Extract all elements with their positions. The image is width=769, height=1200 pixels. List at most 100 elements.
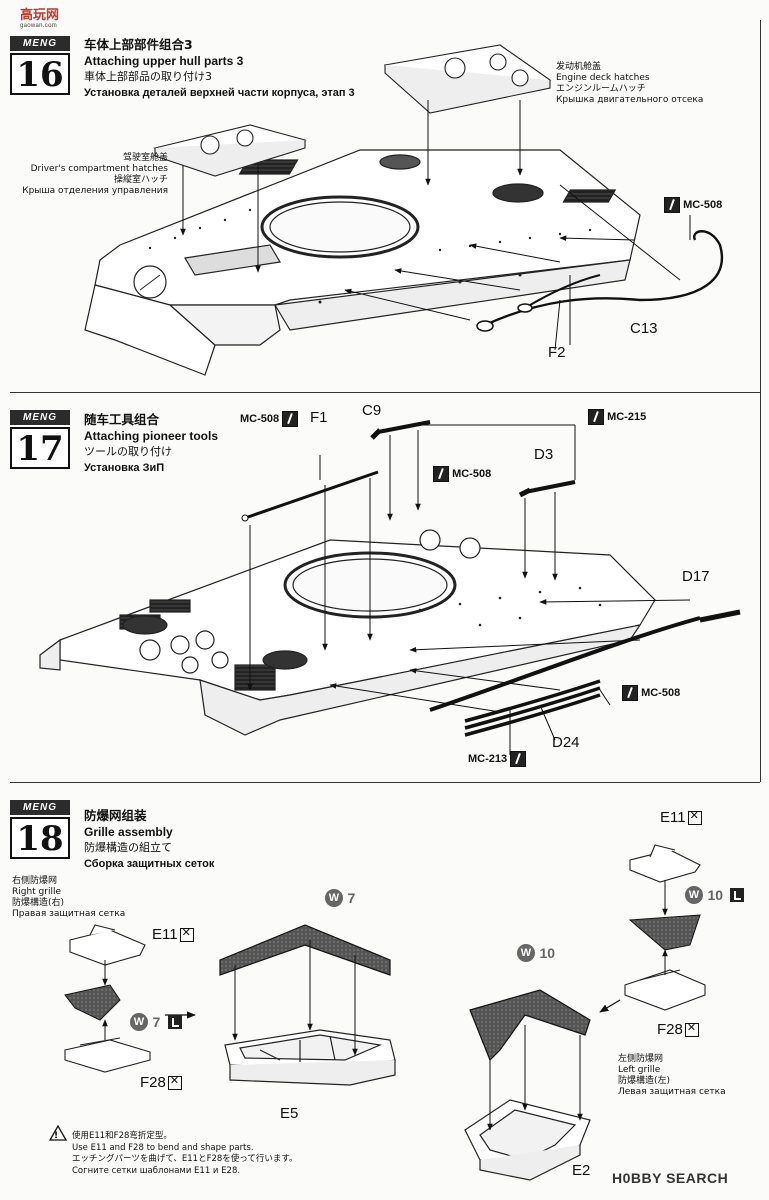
note-cn: 使用E11和F28弯折定型。 bbox=[72, 1131, 172, 1141]
step-17-badge: MENG 17 bbox=[10, 410, 70, 469]
step17-tool-mc213: MC-213 bbox=[468, 751, 527, 767]
w-photoetch-icon: W bbox=[517, 944, 535, 962]
step-17-title: 随车工具组合 Attaching pioneer tools ツールの取り付け … bbox=[84, 412, 218, 476]
frame-right-16 bbox=[760, 20, 761, 392]
step-number: 16 bbox=[10, 53, 70, 95]
tool-D3 bbox=[524, 480, 576, 494]
bending-note: 使用E11和F28弯折定型。 Use E11 and F28 to bend a… bbox=[72, 1131, 298, 1177]
w10-marker-right: W 10 bbox=[685, 886, 745, 904]
bend-icon bbox=[730, 888, 745, 902]
part-F28-right: F28 bbox=[140, 1074, 182, 1091]
title-cn: 车体上部部件组合3 bbox=[84, 37, 193, 52]
do-not-glue-icon bbox=[167, 1074, 182, 1091]
step-16-badge: MENG 16 bbox=[10, 36, 70, 95]
left-grille-jig-F28 bbox=[624, 969, 706, 1011]
tool-F1 bbox=[244, 470, 379, 520]
note-jp: エッチングパーツを曲げて、E11とF28を使って行います。 bbox=[72, 1154, 298, 1164]
E2-grille-frame bbox=[464, 1099, 591, 1181]
driver-hatch-label: 驾驶室舱盖 Driver's compartment hatches 操縦室ハッ… bbox=[22, 153, 168, 196]
step-number: 18 bbox=[10, 817, 70, 859]
tool-C9 bbox=[377, 420, 431, 434]
w7-marker-top: W 7 bbox=[325, 889, 355, 907]
step16-driver-hatch bbox=[153, 124, 307, 177]
title-en: Grille assembly bbox=[84, 825, 173, 839]
w-photoetch-icon: W bbox=[130, 1013, 148, 1031]
w10-mesh-cover bbox=[469, 989, 591, 1062]
w10-marker-center: W 10 bbox=[517, 944, 555, 962]
note-en: Use E11 and F28 to bend and shape parts. bbox=[72, 1142, 254, 1153]
tool-D24 bbox=[464, 679, 601, 737]
title-jp: 車体上部部品の取り付け3 bbox=[84, 70, 212, 83]
bend-icon bbox=[167, 1015, 182, 1029]
w-photoetch-icon: W bbox=[325, 889, 343, 907]
engine-hatch-label: 发动机舱盖 Engine deck hatches エンジンルームハッチ Кры… bbox=[556, 62, 704, 105]
right-grille-jig-F28 bbox=[64, 1037, 151, 1073]
frame-right-17 bbox=[760, 392, 761, 782]
title-ru: Установка деталей верхней части корпуса,… bbox=[84, 87, 355, 99]
title-jp: 防爆構造の組立て bbox=[84, 841, 172, 854]
part-D17: D17 bbox=[682, 568, 710, 585]
hobbysearch-watermark: H0BBY SEARCH bbox=[612, 1170, 729, 1186]
step17-tool-mc215: MC-215 bbox=[588, 409, 646, 425]
svg-text:!: ! bbox=[54, 1131, 58, 1141]
left-grille-jig-E11 bbox=[629, 844, 701, 883]
meng-logo: MENG bbox=[10, 36, 70, 51]
cement-brush-icon bbox=[622, 685, 638, 701]
step17-tool-mc508-mid: MC-508 bbox=[433, 466, 491, 482]
note-ru: Согните сетки шаблонами E11 и E28. bbox=[72, 1165, 241, 1176]
left-grille-mesh bbox=[628, 914, 701, 951]
title-ru: Установка ЗиП bbox=[84, 462, 165, 474]
part-E2: E2 bbox=[572, 1162, 591, 1179]
title-en: Attaching upper hull parts 3 bbox=[84, 54, 244, 68]
part-D24: D24 bbox=[552, 734, 580, 751]
part-F2: F2 bbox=[548, 344, 566, 361]
meng-logo: MENG bbox=[10, 410, 70, 425]
step17-tool-f1: MC-508 bbox=[240, 411, 299, 427]
part-F1: F1 bbox=[310, 409, 328, 426]
tool-D17 bbox=[429, 616, 701, 712]
step16-hull-drawing bbox=[84, 149, 641, 376]
E5-grille-frame bbox=[224, 1029, 396, 1086]
divider-16-17 bbox=[10, 392, 760, 393]
step-16-title: 车体上部部件组合3 Attaching upper hull parts 3 車… bbox=[84, 37, 355, 101]
step-18-title: 防爆网组装 Grille assembly 防爆構造の組立て Сборка за… bbox=[84, 808, 214, 872]
step16-tool-callout: MC-508 bbox=[664, 197, 722, 213]
step-number: 17 bbox=[10, 427, 70, 469]
do-not-glue-icon bbox=[687, 809, 702, 826]
do-not-glue-icon bbox=[179, 926, 194, 943]
cement-brush-icon bbox=[664, 197, 680, 213]
title-en: Attaching pioneer tools bbox=[84, 429, 219, 443]
title-cn: 随车工具组合 bbox=[84, 412, 160, 427]
w7-mesh-cover bbox=[219, 924, 391, 976]
part-F28-left: F28 bbox=[657, 1021, 699, 1038]
w-photoetch-icon: W bbox=[685, 886, 703, 904]
title-ru: Сборка защитных сеток bbox=[84, 858, 215, 870]
do-not-glue-icon bbox=[684, 1021, 699, 1038]
cement-brush-icon bbox=[433, 466, 449, 482]
step-18-badge: MENG 18 bbox=[10, 800, 70, 859]
right-grille-mesh bbox=[64, 984, 121, 1021]
cement-brush-icon bbox=[510, 751, 527, 767]
part-C9: C9 bbox=[362, 402, 382, 419]
part-E5: E5 bbox=[280, 1105, 299, 1122]
right-grille-jig-E11 bbox=[69, 924, 146, 966]
caution-icon bbox=[48, 1124, 68, 1141]
w7-marker-right: W 7 bbox=[130, 1013, 182, 1031]
cement-brush-icon bbox=[282, 411, 299, 427]
meng-logo: MENG bbox=[10, 800, 70, 815]
part-C13: C13 bbox=[630, 320, 658, 337]
title-cn: 防爆网组装 bbox=[84, 808, 147, 823]
title-jp: ツールの取り付け bbox=[84, 445, 172, 458]
cement-brush-icon bbox=[588, 409, 604, 425]
part-E11-left: E11 bbox=[660, 809, 702, 826]
step17-tool-mc508-right: MC-508 bbox=[622, 685, 680, 701]
step16-engine-hatch bbox=[383, 44, 552, 114]
step17-hull-drawing bbox=[39, 529, 656, 736]
left-grille-label: 左侧防爆网 Left grille 防爆構造(左) Левая защитная… bbox=[618, 1054, 726, 1097]
part-E11-right: E11 bbox=[152, 926, 194, 943]
divider-17-18 bbox=[10, 782, 760, 783]
right-grille-label: 右侧防爆网 Right grille 防爆構造(右) Правая защитн… bbox=[12, 876, 126, 919]
